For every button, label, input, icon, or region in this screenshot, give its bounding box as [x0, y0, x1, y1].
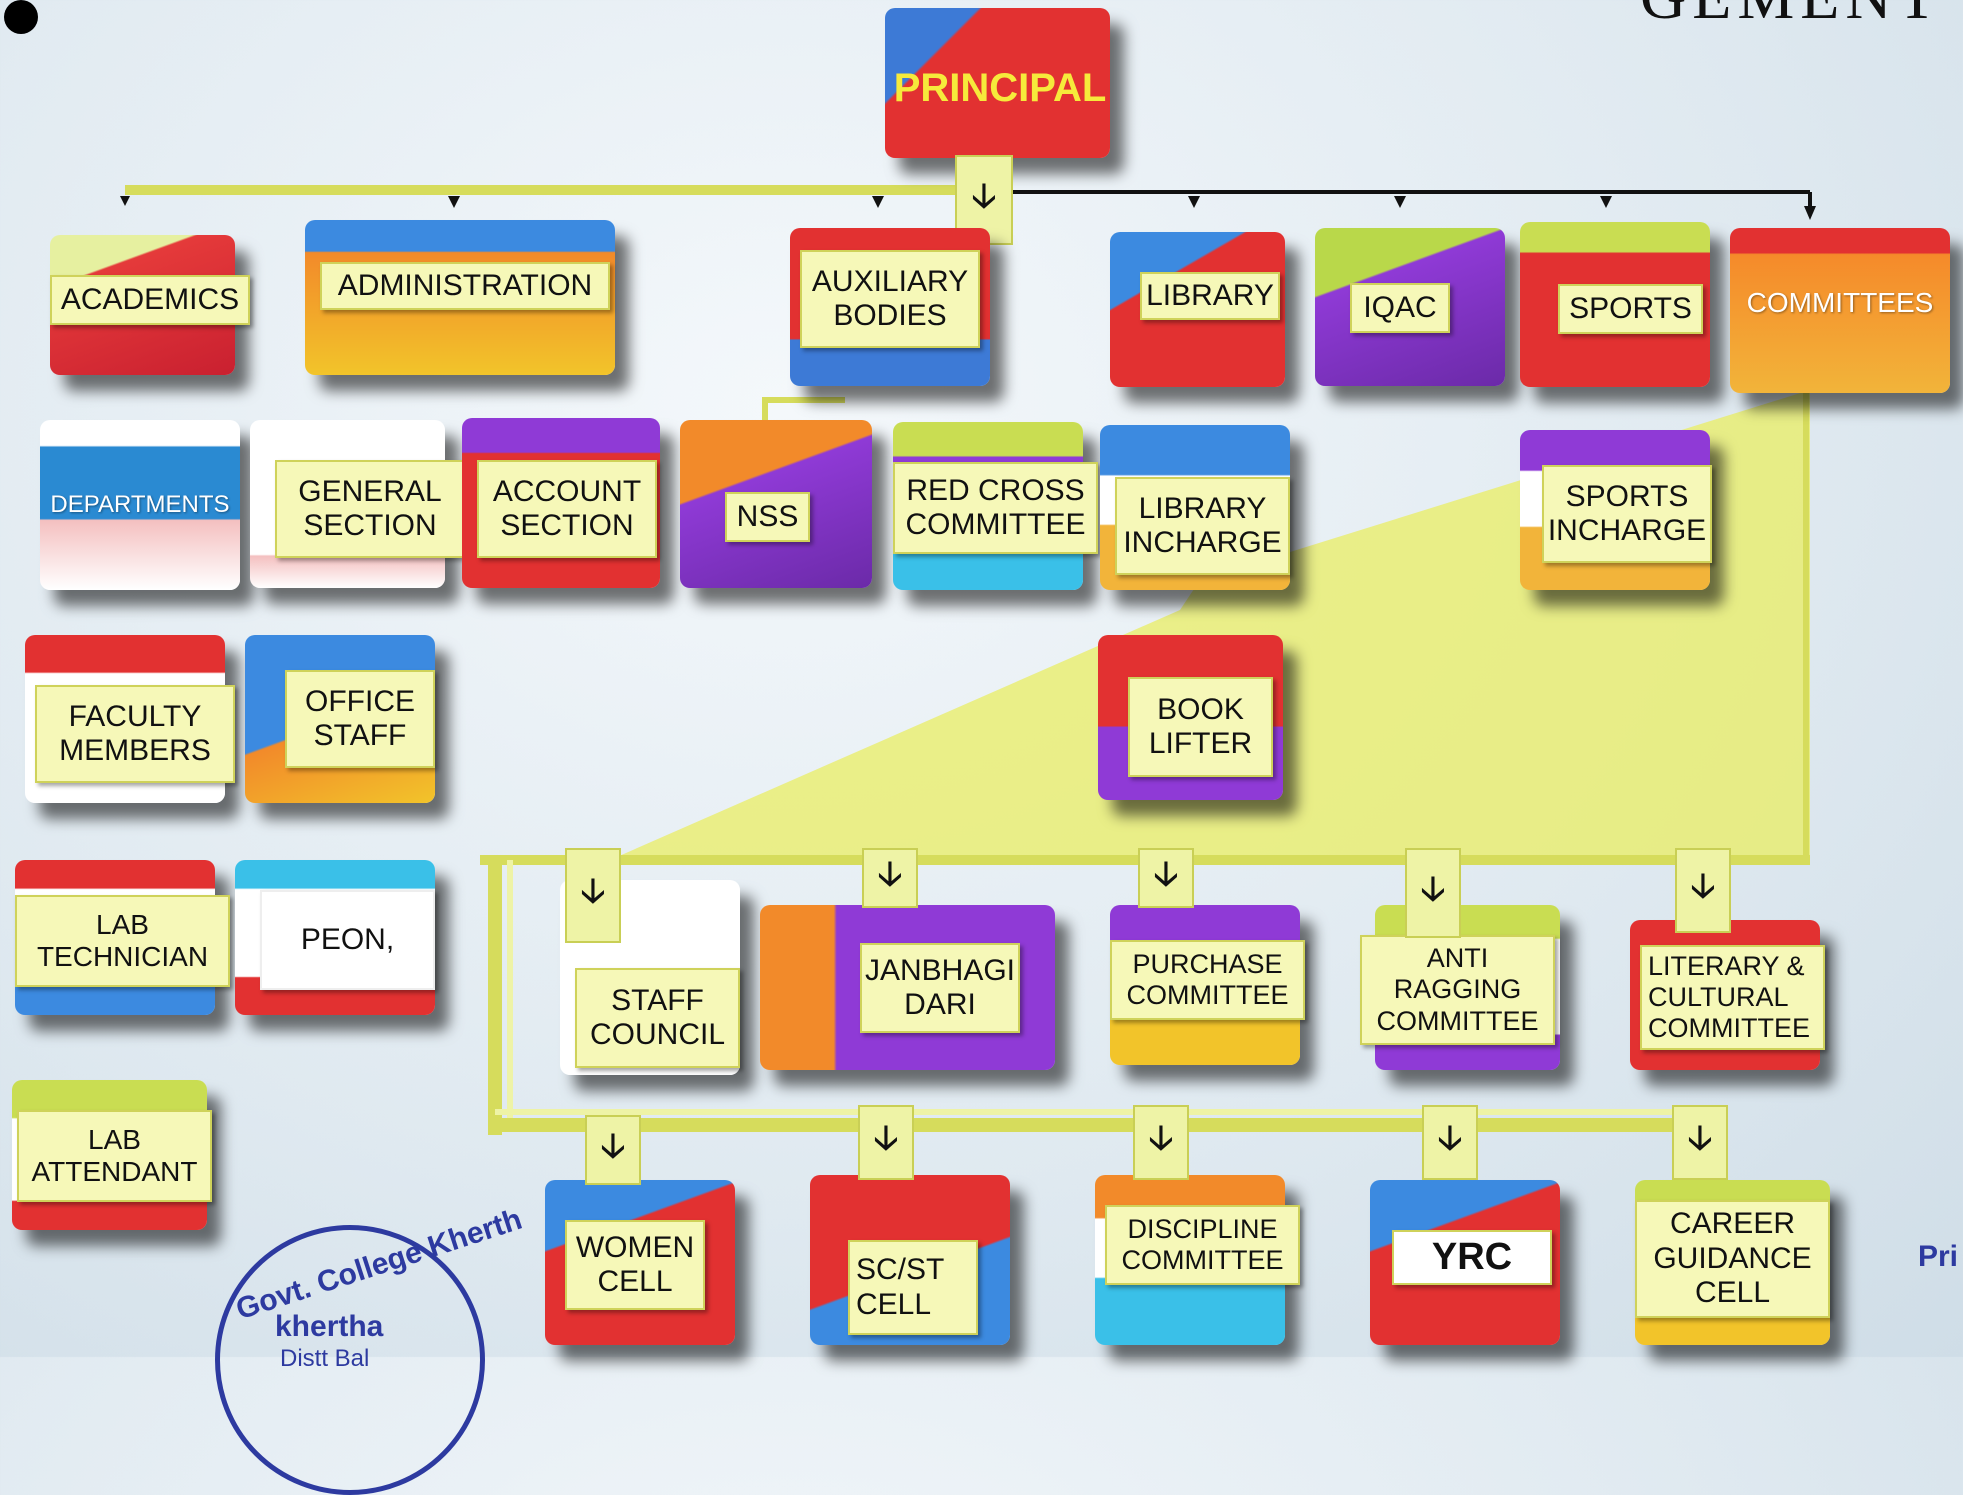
corner-text: Pri: [1918, 1240, 1959, 1273]
node-auxiliary-bodies: AUXILIARY BODIES: [790, 228, 990, 386]
node-label: ACCOUNT SECTION: [477, 460, 657, 558]
node-purchase-committee: PURCHASE COMMITTEE: [1110, 905, 1305, 1065]
node-label: PURCHASE COMMITTEE: [1110, 940, 1305, 1020]
node-label: SPORTS INCHARGE: [1542, 465, 1712, 563]
node-sc-st-cell: SC/ST CELL: [810, 1175, 1010, 1345]
node-discipline-committee: DISCIPLINE COMMITTEE: [1095, 1175, 1300, 1345]
node-label: ADMINISTRATION: [320, 262, 610, 310]
node-janbhagi-dari: JANBHAGI DARI: [760, 905, 1055, 1070]
node-peon: PEON,: [235, 860, 435, 1015]
node-label: STAFF COUNCIL: [575, 968, 740, 1068]
arrow-down-icon: 🡣: [858, 1105, 914, 1180]
node-sports-incharge: SPORTS INCHARGE: [1520, 430, 1712, 590]
node-lab-attendant: LAB ATTENDANT: [12, 1080, 212, 1230]
node-office-staff: OFFICE STAFF: [245, 635, 435, 803]
node-red-cross-committee: RED CROSS COMMITTEE: [893, 422, 1098, 590]
node-label: NSS: [725, 492, 810, 542]
node-label: PEON,: [260, 890, 435, 990]
arrow-down-icon: 🡣: [585, 1115, 641, 1185]
node-library: LIBRARY: [1110, 232, 1285, 387]
node-career-guidance-cell: CAREER GUIDANCE CELL: [1635, 1180, 1830, 1345]
node-label: OFFICE STAFF: [285, 670, 435, 768]
node-label: LAB TECHNICIAN: [15, 895, 230, 987]
node-label: DEPARTMENTS: [50, 491, 230, 518]
node-anti-ragging-committee: ANTI RAGGING COMMITTEE: [1360, 905, 1560, 1070]
node-label: DISCIPLINE COMMITTEE: [1105, 1205, 1300, 1285]
arrow-down-icon: 🡣: [565, 848, 621, 943]
node-label: SPORTS: [1558, 284, 1703, 334]
arrow-down-icon: 🡣: [1133, 1105, 1189, 1180]
node-nss: NSS: [680, 420, 872, 588]
node-label: RED CROSS COMMITTEE: [893, 462, 1098, 554]
corner-dot: [4, 0, 38, 34]
node-sports: SPORTS: [1520, 222, 1710, 387]
node-card: [885, 8, 1110, 158]
node-label: FACULTY MEMBERS: [35, 685, 235, 783]
node-academics: ACADEMICS: [50, 235, 250, 375]
node-label: AUXILIARY BODIES: [800, 250, 980, 348]
node-label: LIBRARY INCHARGE: [1115, 477, 1290, 575]
node-faculty-members: FACULTY MEMBERS: [25, 635, 235, 803]
arrow-down-icon: 🡣: [1405, 848, 1461, 938]
node-label: PRINCIPAL: [893, 66, 1107, 110]
node-committees: COMMITTEES: [1730, 228, 1950, 393]
node-label: LIBRARY: [1140, 272, 1280, 320]
node-label: CAREER GUIDANCE CELL: [1635, 1200, 1830, 1318]
node-label: BOOK LIFTER: [1128, 677, 1273, 777]
arrow-down-icon: 🡣: [1675, 848, 1731, 933]
arrow-down-icon: 🡣: [862, 848, 918, 908]
node-lab-technician: LAB TECHNICIAN: [15, 860, 230, 1015]
node-label: COMMITTEES: [1746, 287, 1934, 318]
node-administration: ADMINISTRATION: [305, 220, 615, 375]
connector-lines: [120, 185, 1816, 1135]
node-label: JANBHAGI DARI: [860, 943, 1020, 1033]
node-account-section: ACCOUNT SECTION: [462, 418, 660, 588]
node-card: [1730, 228, 1950, 393]
page-heading-fragment: GEMENT: [1640, 0, 1943, 34]
node-label: LITERARY & CULTURAL COMMITTEE: [1640, 945, 1825, 1050]
node-label: YRC: [1392, 1230, 1552, 1285]
node-label: ANTI RAGGING COMMITTEE: [1360, 935, 1555, 1045]
node-label: GENERAL SECTION: [275, 460, 465, 558]
org-chart: GEMENT PRINCIPAL 🡣 ACADEMICS: [4, 0, 1959, 1495]
node-label: WOMEN CELL: [565, 1220, 705, 1310]
node-principal: PRINCIPAL: [885, 8, 1110, 158]
node-book-lifter: BOOK LIFTER: [1098, 635, 1283, 800]
arrow-down-icon: 🡣: [1138, 848, 1194, 908]
node-general-section: GENERAL SECTION: [250, 420, 465, 588]
node-label: ACADEMICS: [50, 275, 250, 325]
node-label: IQAC: [1350, 283, 1450, 333]
node-literary-cultural-committee: LITERARY & CULTURAL COMMITTEE: [1630, 920, 1825, 1070]
arrow-down-icon: 🡣: [1672, 1105, 1728, 1180]
node-label: LAB ATTENDANT: [17, 1110, 212, 1202]
node-departments: DEPARTMENTS: [40, 420, 240, 590]
arrow-down-icon: 🡣: [1422, 1105, 1478, 1180]
node-library-incharge: LIBRARY INCHARGE: [1100, 425, 1290, 590]
node-card: [40, 420, 240, 590]
node-women-cell: WOMEN CELL: [545, 1180, 735, 1345]
node-label: SC/ST CELL: [848, 1240, 978, 1335]
stamp-sub-text: Distt Bal: [280, 1345, 370, 1372]
stamp-center-text: khertha: [275, 1310, 384, 1343]
node-yrc: YRC: [1370, 1180, 1560, 1345]
college-stamp: Govt. College Kherth khertha Distt Bal: [215, 1203, 526, 1495]
node-iqac: IQAC: [1315, 228, 1505, 386]
